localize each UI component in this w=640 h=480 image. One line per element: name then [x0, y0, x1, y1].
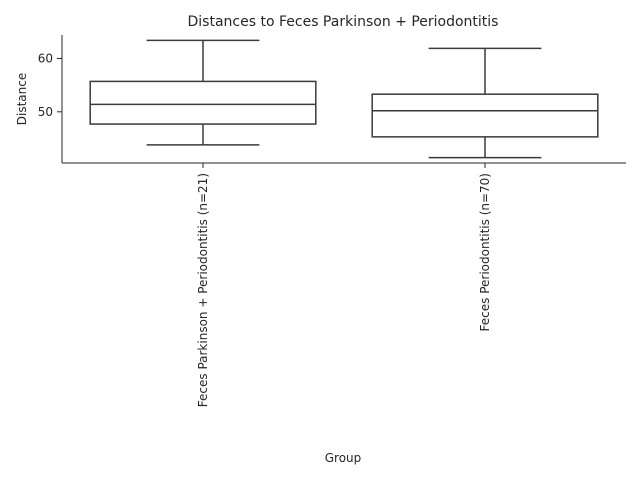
- chart-title: Distances to Feces Parkinson + Periodont…: [188, 14, 499, 30]
- x-tick-label: Feces Periodontitis (n=70): [478, 173, 492, 331]
- y-tick-label: 60: [38, 51, 53, 65]
- x-axis-label: Group: [325, 451, 362, 465]
- box-group: [89, 39, 317, 146]
- x-ticks: Feces Parkinson + Periodontitis (n=21) Fe…: [196, 163, 492, 407]
- boxes: [89, 39, 599, 159]
- box-group: [371, 47, 599, 159]
- y-axis-label: Distance: [15, 73, 29, 125]
- x-tick-label: Feces Parkinson + Periodontitis (n=21): [196, 173, 210, 407]
- y-tick-label: 50: [38, 105, 53, 119]
- y-ticks: 50 60: [38, 51, 62, 119]
- box-iqr: [89, 80, 317, 125]
- box-iqr: [371, 93, 599, 138]
- plot-area: 50 60 Feces Parkinson + Periodontitis (n=…: [38, 35, 626, 407]
